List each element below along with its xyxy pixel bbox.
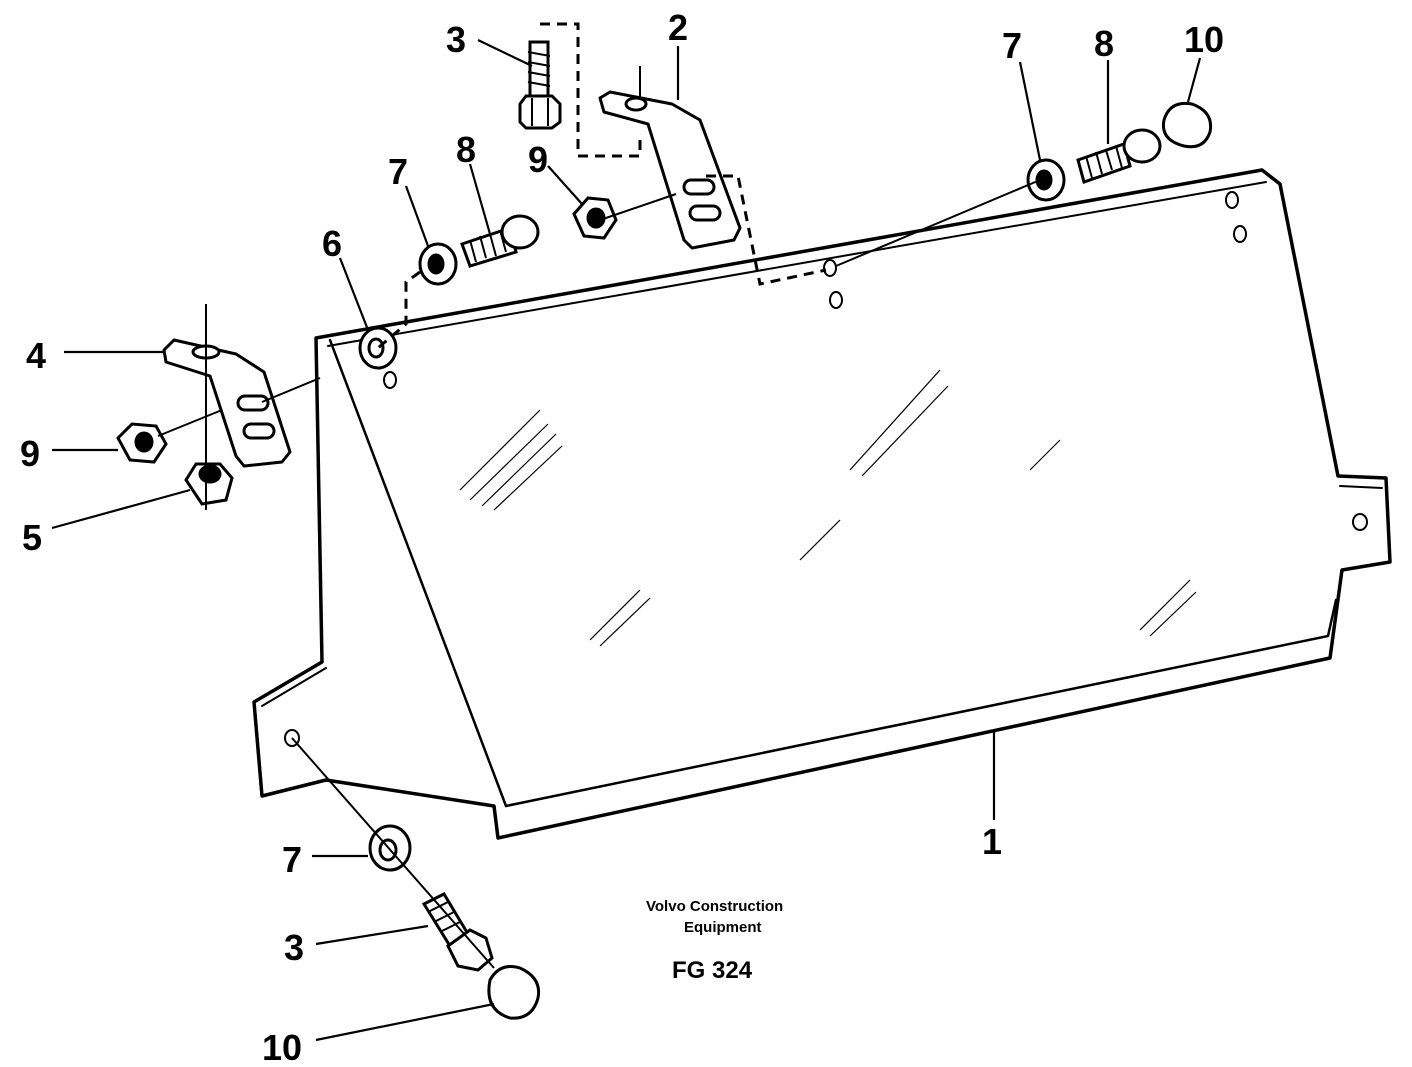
leader-lines [51, 39, 1202, 1042]
callout-7-right: 7 [1002, 25, 1022, 66]
callout-1: 1 [982, 821, 1002, 862]
cap-10-bottom [487, 965, 541, 1020]
callout-7-mid: 7 [388, 151, 408, 192]
caption-figure-number: FG 324 [672, 957, 753, 984]
screw-8-right [1076, 128, 1162, 184]
bracket-4 [162, 338, 292, 468]
callout-9-left: 9 [20, 433, 40, 474]
callout-4: 4 [26, 335, 46, 376]
callout-5: 5 [22, 517, 42, 558]
screw-3-top [518, 40, 562, 130]
callout-6: 6 [322, 223, 342, 264]
dashed-assembly-lines [377, 22, 827, 350]
callout-2: 2 [668, 7, 688, 48]
cap-10-right [1161, 101, 1213, 149]
washer-6 [358, 326, 398, 370]
glass-reflection-marks [459, 369, 1197, 647]
callout-10-right: 10 [1184, 19, 1224, 60]
washer-7-mid [418, 242, 458, 286]
callout-8-mid: 8 [456, 129, 476, 170]
bracket-2 [598, 90, 742, 250]
nut-9-left [116, 422, 168, 464]
screw-3-bottom [421, 892, 494, 972]
caption-company-line2: Equipment [684, 919, 762, 936]
nut-9-mid [572, 196, 618, 240]
callout-7-bottom: 7 [282, 839, 302, 880]
sun-visor-panel [252, 168, 1392, 840]
washer-7-right [1026, 158, 1066, 202]
callout-10-bottom: 10 [262, 1027, 302, 1067]
callout-9-mid: 9 [528, 139, 548, 180]
panel-holes [284, 191, 1368, 747]
caption-company-line1: Volvo Construction [646, 898, 783, 915]
assembly-lines [157, 66, 1041, 969]
callout-3-bottom: 3 [284, 927, 304, 968]
diagram-caption: Volvo Construction Equipment FG 324 [646, 898, 783, 984]
nut-5 [184, 462, 234, 506]
callout-labels: 1 2 3 3 4 5 6 7 7 7 8 8 9 9 10 10 [20, 7, 1224, 1067]
callout-8-right: 8 [1094, 23, 1114, 64]
screw-8-mid [460, 214, 540, 268]
washer-7-bottom [368, 824, 412, 872]
callout-3-top: 3 [446, 19, 466, 60]
